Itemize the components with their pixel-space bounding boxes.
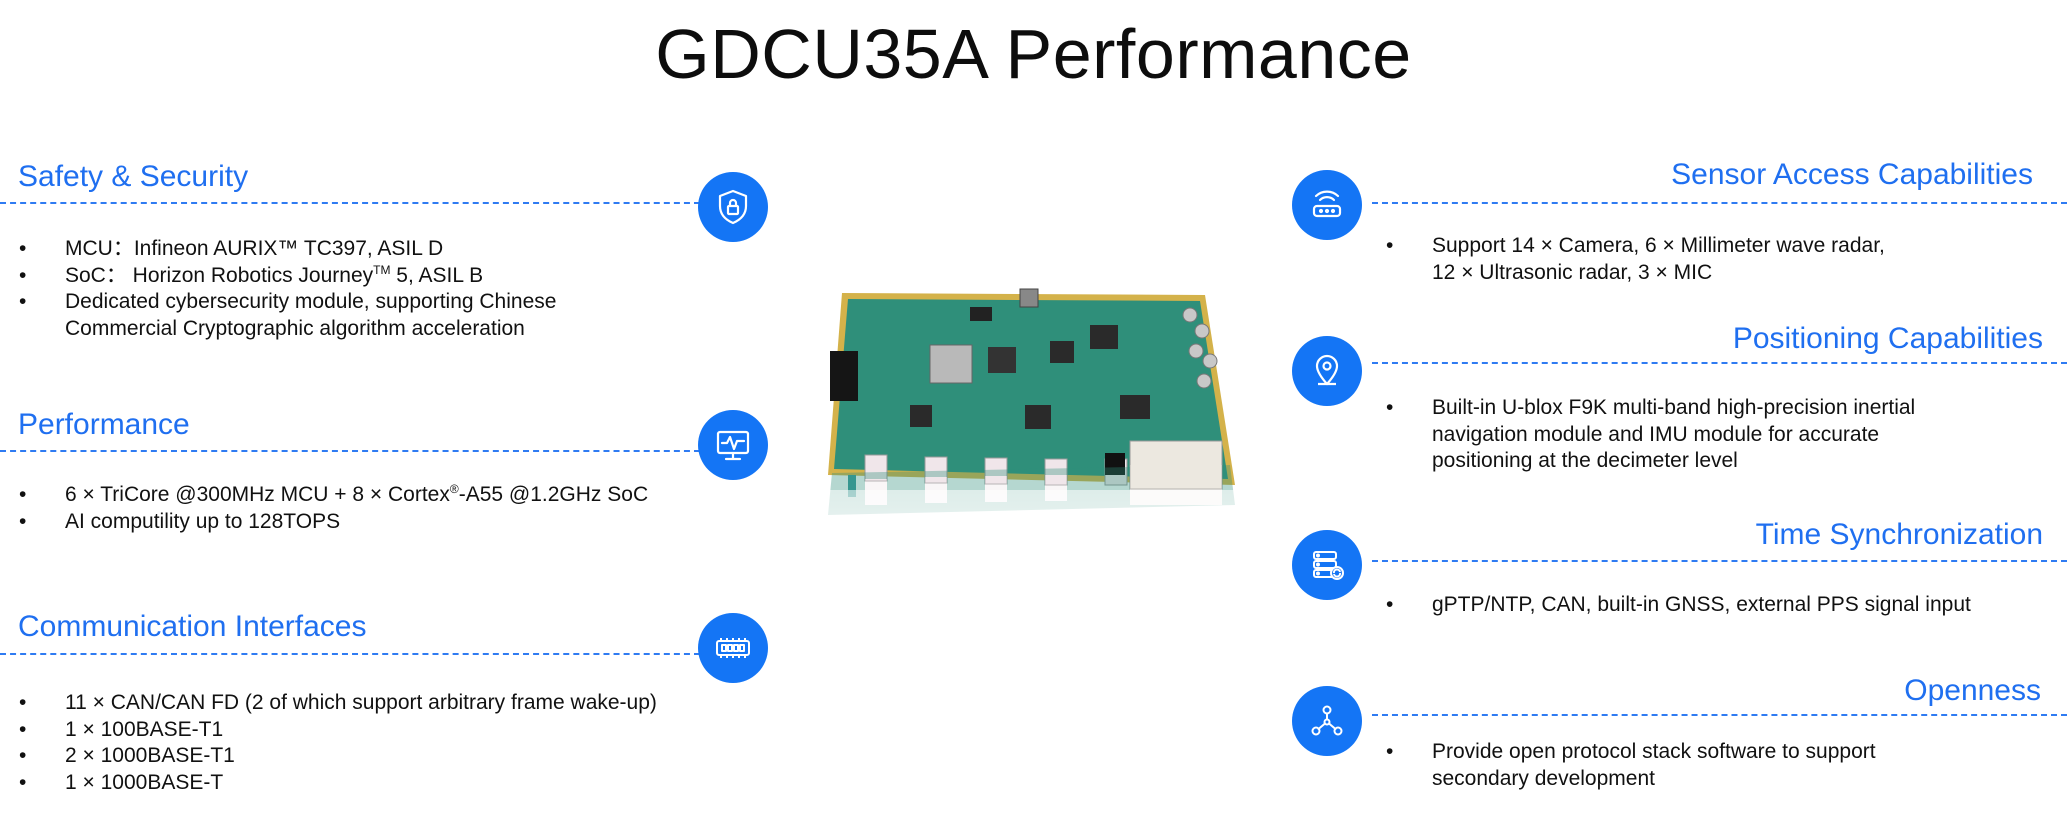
section-divider <box>1372 362 2067 364</box>
positioning-list: •Built-in U-blox F9K multi-band high-pre… <box>1386 395 1916 475</box>
section-divider <box>1372 714 2067 716</box>
list-item: •Provide open protocol stack software to… <box>1386 740 1876 790</box>
section-divider <box>1372 560 2067 562</box>
safety-security-list: •MCU：Infineon AURIX™ TC397, ASIL D •SoC：… <box>19 236 557 342</box>
chip-board-icon <box>698 613 768 683</box>
sensor-access-list: •Support 14 × Camera, 6 × Millimeter wav… <box>1386 233 1885 286</box>
list-item: •2 × 1000BASE-T1 <box>19 744 235 767</box>
controller-board-image <box>820 288 1240 625</box>
time-sync-list: •gPTP/NTP, CAN, built-in GNSS, external … <box>1386 592 1971 619</box>
section-title-performance: Performance <box>18 408 190 441</box>
server-sync-icon <box>1292 530 1362 600</box>
section-title-openness: Openness <box>1904 674 2041 707</box>
list-item: •SoC： Horizon Robotics JourneyTM 5, ASIL… <box>19 262 484 287</box>
list-item: •AI computility up to 128TOPS <box>19 509 341 533</box>
section-divider <box>1372 202 2067 204</box>
monitor-pulse-icon <box>698 410 768 480</box>
section-title-safety-security: Safety & Security <box>18 160 249 193</box>
openness-list: •Provide open protocol stack software to… <box>1386 739 1876 792</box>
section-divider <box>0 450 700 452</box>
list-item: •11 × CAN/CAN FD (2 of which support arb… <box>19 691 657 714</box>
section-title-positioning: Positioning Capabilities <box>1732 322 2043 355</box>
shield-lock-icon <box>698 172 768 242</box>
list-item: •Support 14 × Camera, 6 × Millimeter wav… <box>1386 234 1885 284</box>
list-item: •1 × 1000BASE-T <box>19 770 224 794</box>
section-title-sensor-access: Sensor Access Capabilities <box>1671 158 2033 191</box>
list-item: •Dedicated cybersecurity module, support… <box>19 290 557 340</box>
list-item: •Built-in U-blox F9K multi-band high-pre… <box>1386 396 1916 472</box>
section-divider <box>0 653 700 655</box>
page-title: GDCU35A Performance <box>655 15 1412 93</box>
list-item: •MCU：Infineon AURIX™ TC397, ASIL D <box>19 237 444 260</box>
wireless-sensor-icon <box>1292 170 1362 240</box>
section-divider <box>0 202 700 204</box>
network-nodes-icon <box>1292 686 1362 756</box>
communication-interfaces-list: •11 × CAN/CAN FD (2 of which support arb… <box>19 690 657 796</box>
location-pin-icon <box>1292 336 1362 406</box>
list-item: •6 × TriCore @300MHz MCU + 8 × Cortex®-A… <box>19 482 649 506</box>
list-item: •gPTP/NTP, CAN, built-in GNSS, external … <box>1386 593 1971 616</box>
section-title-time-sync: Time Synchronization <box>1755 518 2043 551</box>
section-title-communication-interfaces: Communication Interfaces <box>18 610 367 643</box>
performance-list: •6 × TriCore @300MHz MCU + 8 × Cortex®-A… <box>19 482 649 535</box>
list-item: •1 × 100BASE-T1 <box>19 717 224 741</box>
